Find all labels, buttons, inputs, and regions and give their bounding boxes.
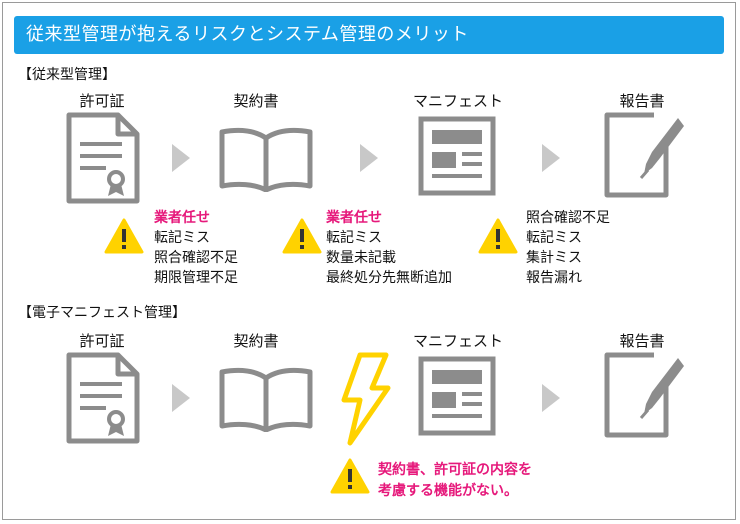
page-title: 従来型管理が抱えるリスクとシステム管理のメリット: [14, 16, 724, 54]
step-label-contract: 契約書: [233, 332, 279, 350]
flow-arrow-icon: [542, 384, 560, 412]
risk-item: 業者任せ: [154, 210, 210, 226]
manifest-document-icon: [418, 356, 496, 436]
risk-item: 転記ミス: [154, 230, 210, 246]
flow-arrow-icon: [360, 144, 378, 172]
step-label-manifest: マニフェスト: [412, 92, 503, 110]
step-label-report: 報告書: [619, 332, 665, 350]
report-pen-icon: [604, 112, 684, 198]
manifest-document-icon: [418, 116, 496, 196]
step-label-report: 報告書: [619, 92, 665, 110]
risk-item: 転記ミス: [526, 230, 582, 246]
warning-line: 考慮する機能がない。: [378, 483, 518, 499]
warning-icon: [478, 218, 518, 254]
risk-item: 報告漏れ: [526, 270, 582, 286]
warning-line: 契約書、許可証の内容を: [378, 462, 532, 478]
risk-item: 照合確認不足: [526, 210, 610, 226]
risk-item: 転記ミス: [326, 230, 382, 246]
step-label-contract: 契約書: [233, 92, 279, 110]
book-icon: [219, 127, 313, 192]
risk-list-manifest: 照合確認不足 転記ミス 集計ミス 報告漏れ: [526, 208, 610, 288]
certificate-icon: [66, 352, 140, 444]
section-heading-traditional: 【従来型管理】: [18, 67, 116, 83]
book-icon: [219, 367, 313, 432]
report-pen-icon: [604, 352, 684, 438]
certificate-icon: [66, 112, 140, 204]
warning-icon: [282, 218, 322, 254]
risk-list-permit: 業者任せ 転記ミス 照合確認不足 期限管理不足: [154, 208, 238, 288]
flow-arrow-icon: [172, 384, 190, 412]
warning-icon: [104, 218, 144, 254]
missing-feature-warning: 契約書、許可証の内容を 考慮する機能がない。: [378, 460, 532, 502]
risk-item: 数量未記載: [326, 250, 396, 266]
risk-item: 最終処分先無断追加: [326, 270, 452, 286]
step-label-permit: 許可証: [79, 332, 125, 350]
risk-list-contract: 業者任せ 転記ミス 数量未記載 最終処分先無断追加: [326, 208, 452, 288]
flow-arrow-icon: [172, 144, 190, 172]
warning-icon: [330, 458, 370, 494]
risk-item: 期限管理不足: [154, 270, 238, 286]
step-label-permit: 許可証: [79, 92, 125, 110]
risk-item: 照合確認不足: [154, 250, 238, 266]
section-heading-electronic: 【電子マニフェスト管理】: [18, 305, 186, 321]
risk-item: 集計ミス: [526, 250, 582, 266]
step-label-manifest: マニフェスト: [412, 332, 503, 350]
lightning-bolt-icon: [341, 352, 391, 446]
flow-arrow-icon: [542, 144, 560, 172]
risk-item: 業者任せ: [326, 210, 382, 226]
